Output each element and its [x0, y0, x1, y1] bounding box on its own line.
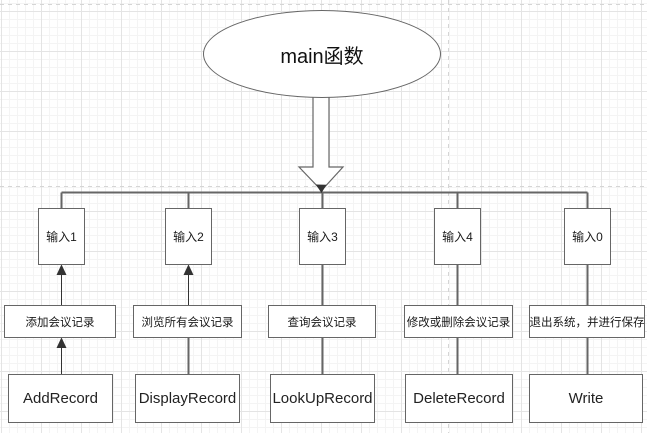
func-node-displayrecord-label: DisplayRecord [138, 390, 237, 407]
input-node-4[interactable]: 输入4 [434, 208, 481, 265]
func-node-deleterecord-label: DeleteRecord [413, 390, 505, 407]
up-arrow-lines [56, 264, 194, 374]
junction-arrowhead [315, 184, 327, 193]
action-node-lookup[interactable]: 查询会议记录 [268, 305, 376, 338]
func-node-addrecord[interactable]: AddRecord [8, 374, 113, 423]
input-node-0-label: 输入0 [572, 230, 603, 244]
branch-tree-lines [60, 191, 589, 374]
func-node-displayrecord[interactable]: DisplayRecord [135, 374, 240, 423]
input-node-1[interactable]: 输入1 [38, 208, 85, 265]
action-node-add[interactable]: 添加会议记录 [4, 305, 116, 338]
func-node-deleterecord[interactable]: DeleteRecord [405, 374, 513, 423]
input-node-3-label: 输入3 [307, 230, 338, 244]
action-node-delete-label: 修改或删除会议记录 [406, 316, 511, 329]
root-node-label: main函数 [280, 45, 364, 68]
input-node-4-label: 输入4 [442, 230, 473, 244]
action-node-lookup-label: 查询会议记录 [287, 316, 357, 329]
func-node-write[interactable]: Write [529, 374, 643, 423]
action-node-delete[interactable]: 修改或删除会议记录 [404, 305, 513, 338]
root-node-main[interactable]: main函数 [203, 10, 441, 98]
action-node-display[interactable]: 浏览所有会议记录 [133, 305, 242, 338]
main-flow-big-arrow [297, 97, 345, 192]
func-node-addrecord-label: AddRecord [22, 390, 99, 407]
input-node-1-label: 输入1 [46, 230, 77, 244]
input-node-2-label: 输入2 [173, 230, 204, 244]
action-node-exit[interactable]: 退出系统，并进行保存 [529, 305, 645, 338]
input-node-2[interactable]: 输入2 [165, 208, 212, 265]
action-node-add-label: 添加会议记录 [25, 316, 95, 329]
input-node-3[interactable]: 输入3 [299, 208, 346, 265]
func-node-lookuprecord[interactable]: LookUpRecord [270, 374, 375, 423]
input-node-0[interactable]: 输入0 [564, 208, 611, 265]
action-node-display-label: 浏览所有会议记录 [141, 316, 234, 329]
func-node-lookuprecord-label: LookUpRecord [272, 390, 373, 407]
func-node-write-label: Write [568, 390, 604, 407]
action-node-exit-label: 退出系统，并进行保存 [529, 316, 645, 329]
